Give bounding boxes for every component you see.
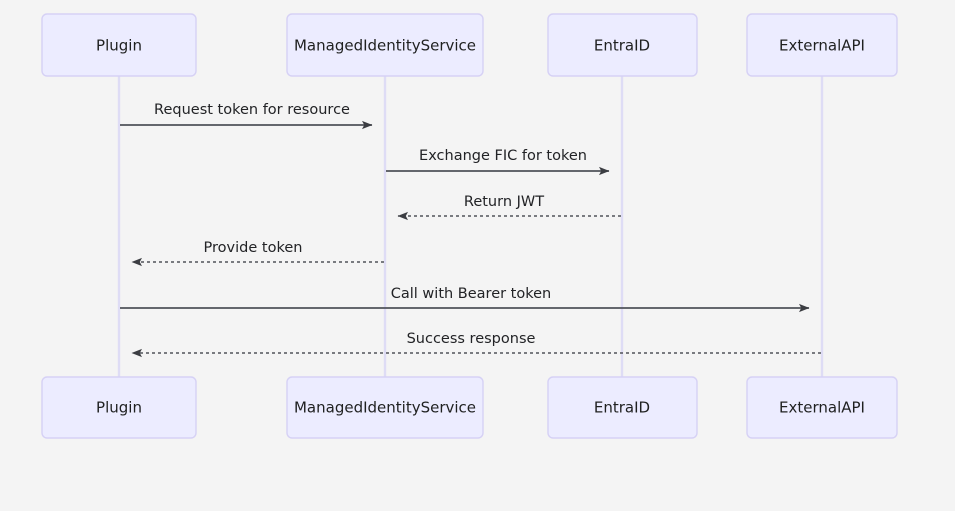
message-success-response[interactable]: Success response: [131, 331, 821, 358]
participant-bottom-plugin[interactable]: Plugin: [41, 376, 197, 439]
participant-bottom-externalapi-rect: [746, 376, 898, 439]
participant-top-plugin-rect: [41, 13, 197, 77]
participant-top-externalapi-rect: [746, 13, 898, 77]
participant-bottom-externalapi-label: ExternalAPI: [779, 399, 865, 417]
participant-top-managedidentityservice-label: ManagedIdentityService: [294, 37, 476, 55]
message-label-request-token-for-resource: Request token for resource: [154, 102, 350, 118]
participant-bottom-managedidentityservice-label: ManagedIdentityService: [294, 399, 476, 417]
message-request-token-for-resource[interactable]: Request token for resource: [120, 102, 373, 130]
message-call-with-bearer-token[interactable]: Call with Bearer token: [120, 286, 810, 313]
participant-bottom-plugin-rect: [41, 376, 197, 439]
participant-bottom-plugin-label: Plugin: [96, 399, 142, 417]
participant-bottom-externalapi[interactable]: ExternalAPI: [746, 376, 898, 439]
message-exchange-fic-for-token[interactable]: Exchange FIC for token: [386, 148, 610, 176]
message-provide-token[interactable]: Provide token: [131, 240, 384, 267]
participant-top-entraid-label: EntraID: [594, 37, 650, 55]
participant-top-externalapi-label: ExternalAPI: [779, 37, 865, 55]
participant-bottom-entraid[interactable]: EntraID: [547, 376, 698, 439]
participant-top-entraid-rect: [547, 13, 698, 77]
participant-top-managedidentityservice[interactable]: ManagedIdentityService: [286, 13, 484, 77]
message-label-return-jwt: Return JWT: [464, 194, 544, 210]
participant-top-managedidentityservice-rect: [286, 13, 484, 77]
participant-top-externalapi[interactable]: ExternalAPI: [746, 13, 898, 77]
participant-bottom-managedidentityservice[interactable]: ManagedIdentityService: [286, 376, 484, 439]
participant-top-plugin-label: Plugin: [96, 37, 142, 55]
message-label-provide-token: Provide token: [204, 240, 303, 256]
participant-bottom-entraid-label: EntraID: [594, 399, 650, 417]
participant-top-entraid[interactable]: EntraID: [547, 13, 698, 77]
participant-top-plugin[interactable]: Plugin: [41, 13, 197, 77]
participant-bottom-entraid-rect: [547, 376, 698, 439]
message-return-jwt[interactable]: Return JWT: [397, 194, 621, 221]
lifelines-group: [117, 76, 824, 378]
message-label-exchange-fic-for-token: Exchange FIC for token: [419, 148, 587, 164]
message-label-call-with-bearer-token: Call with Bearer token: [391, 286, 551, 302]
message-label-success-response: Success response: [407, 331, 536, 347]
participant-bottom-managedidentityservice-rect: [286, 376, 484, 439]
